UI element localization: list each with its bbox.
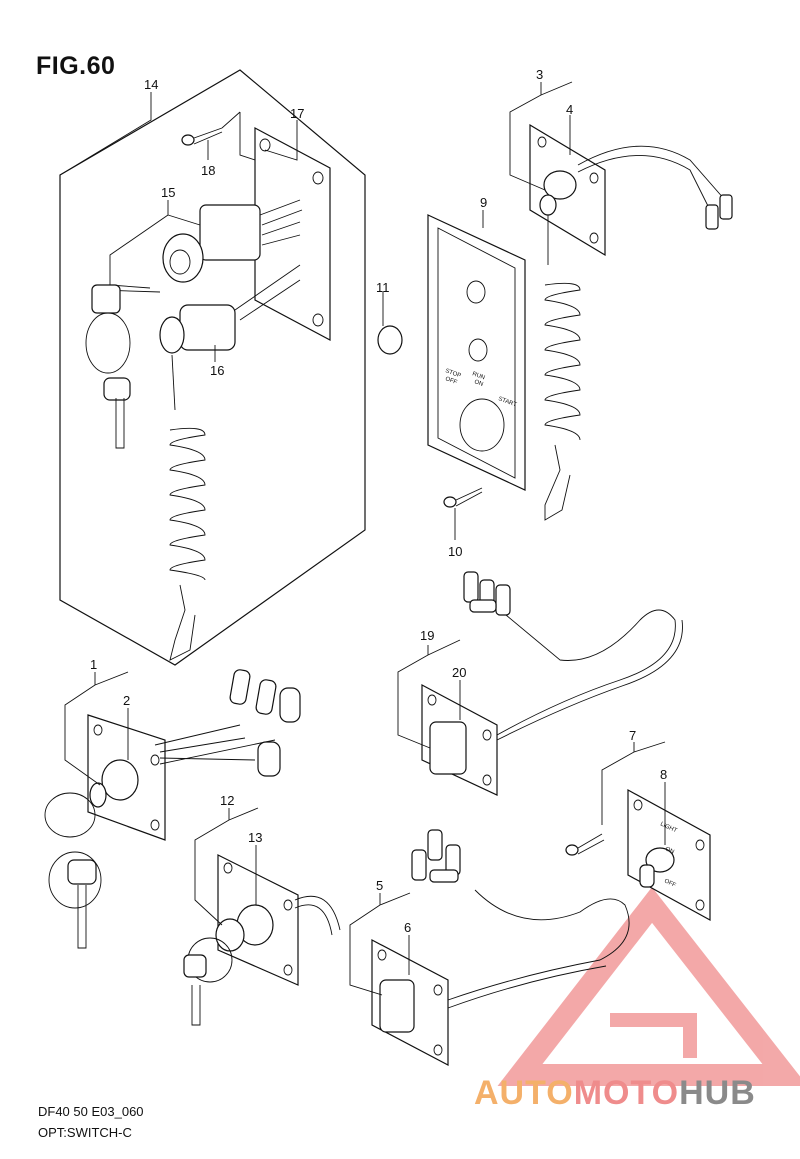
- callout-6: 6: [404, 920, 411, 935]
- watermark-text: AUTOMOTOHUB: [474, 1074, 756, 1113]
- panel-text-on: ON: [473, 379, 484, 388]
- cap-11: [377, 325, 403, 355]
- light-switch-assembly-7: LIGHT ON OFF: [565, 788, 711, 922]
- watermark-part-auto: AUTO: [474, 1074, 574, 1112]
- callout-3: 3: [536, 67, 543, 82]
- callout-7: 7: [629, 728, 636, 743]
- screw-18: [181, 127, 223, 146]
- callout-10: 10: [448, 544, 462, 559]
- watermark-logo: [497, 887, 800, 1086]
- callout-12: 12: [220, 793, 234, 808]
- screw-10: [443, 487, 483, 508]
- panel-text-on2: ON: [664, 846, 675, 855]
- callout-1: 1: [90, 657, 97, 672]
- key-switch-assembly-1: [44, 669, 301, 949]
- panel-text-run: RUN: [471, 371, 485, 381]
- key-switch-assembly-12: [183, 854, 341, 1026]
- callout-4: 4: [566, 102, 573, 117]
- kit-outline-14: [59, 69, 366, 666]
- panel-text-off2: OFF: [663, 878, 677, 889]
- callout-2: 2: [123, 693, 130, 708]
- callout-11: 11: [376, 280, 390, 295]
- footer-subtitle: OPT:SWITCH-C: [38, 1125, 132, 1140]
- panel-9: STOP OFF RUN ON START: [427, 214, 526, 491]
- callout-18: 18: [201, 163, 215, 178]
- callout-labels: 14 17 18 15 16 11 9 10 3 4 1 2 19 20 7 8…: [90, 67, 667, 935]
- footer-model: DF40 50 E03_060: [38, 1104, 144, 1119]
- callout-15: 15: [161, 185, 175, 200]
- rocker-switch-assembly-5: [371, 829, 630, 1066]
- callout-13: 13: [248, 830, 262, 845]
- callout-16: 16: [210, 363, 224, 378]
- panel-text-off: OFF: [444, 376, 458, 386]
- figure-title: FIG.60: [36, 52, 116, 80]
- stop-switch-16: [159, 264, 301, 661]
- watermark-part-moto: MOTO: [573, 1074, 680, 1112]
- rocker-switch-assembly-19: [421, 571, 683, 796]
- callout-17: 17: [290, 106, 304, 121]
- callout-19: 19: [420, 628, 434, 643]
- panel-text-stop: STOP: [444, 368, 461, 379]
- key-switch-15: [85, 199, 303, 449]
- callout-9: 9: [480, 195, 487, 210]
- watermark-part-hub: HUB: [679, 1074, 756, 1112]
- callout-20: 20: [452, 665, 466, 680]
- callout-14: 14: [144, 77, 158, 92]
- leader-lines: [59, 81, 666, 996]
- callout-5: 5: [376, 878, 383, 893]
- stop-switch-assembly-3: [529, 123, 733, 521]
- callout-8: 8: [660, 767, 667, 782]
